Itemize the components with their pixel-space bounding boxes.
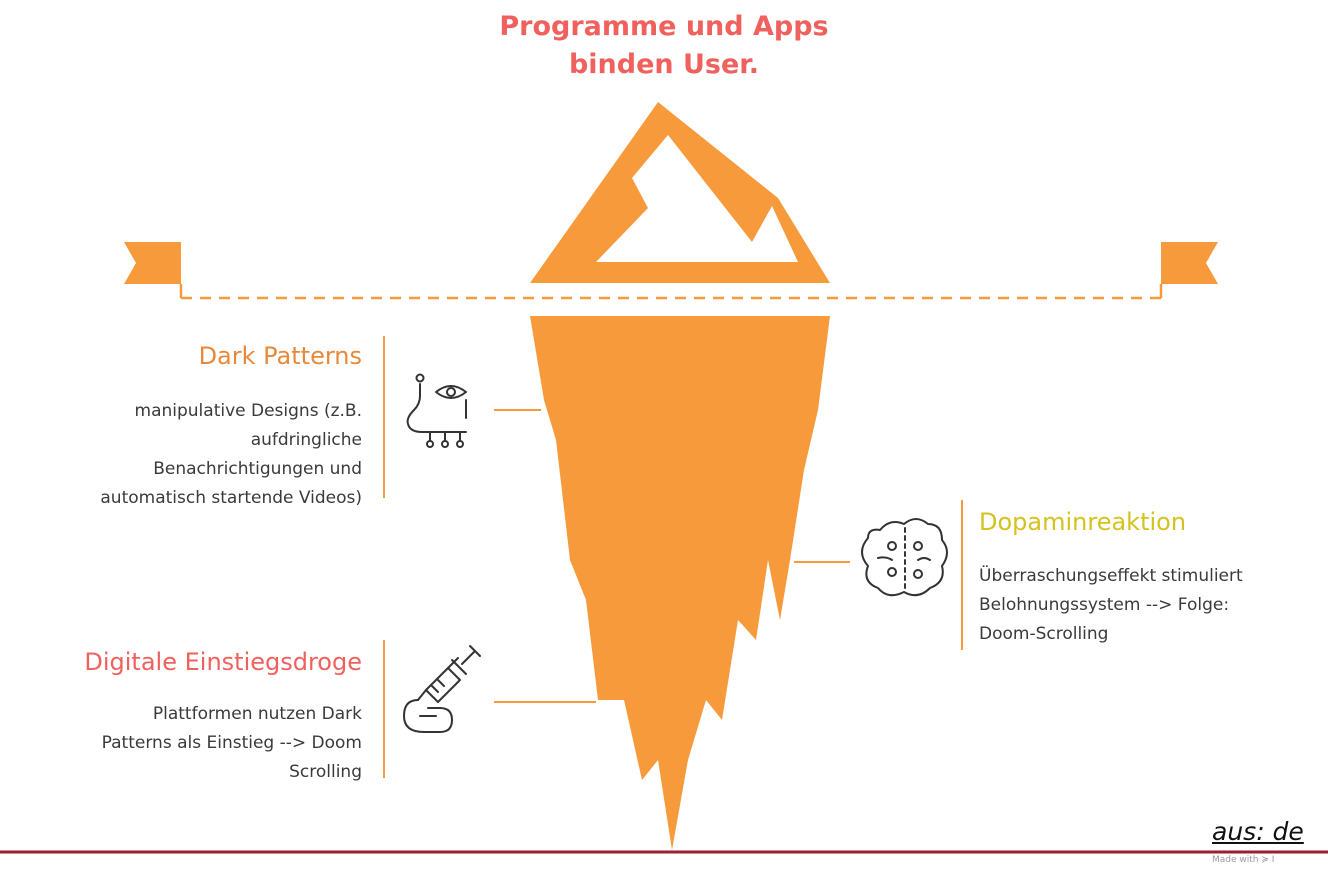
einstieg-description: Plattformen nutzen Dark Patterns als Ein… bbox=[102, 700, 362, 787]
dark-patterns-line-2: aufdringliche bbox=[250, 430, 362, 450]
dopamin-line-3: Doom-Scrolling bbox=[979, 624, 1109, 644]
einstieg-heading: Digitale Einstiegsdroge bbox=[84, 648, 362, 676]
water-line bbox=[179, 284, 1163, 300]
brain-icon bbox=[861, 518, 948, 597]
dark-patterns-heading: Dark Patterns bbox=[198, 342, 362, 370]
diagram-title: Programme und Apps binden User. bbox=[464, 8, 864, 84]
einstieg-line-3: Scrolling bbox=[289, 762, 362, 782]
dopamin-heading: Dopaminreaktion bbox=[979, 508, 1187, 536]
left-flag bbox=[124, 242, 181, 284]
dopamin-line-2: Belohnungssystem --> Folge: bbox=[979, 595, 1230, 615]
dopamin-description: Überraschungseffekt stimuliert Belohnung… bbox=[979, 562, 1243, 649]
title-line-1: Programme und Apps bbox=[499, 11, 829, 42]
manipulation-eye-icon bbox=[406, 373, 467, 448]
title-line-2: binden User. bbox=[568, 49, 760, 80]
dark-patterns-line-3: Benachrichtigungen und bbox=[153, 459, 362, 479]
iceberg-tip bbox=[530, 102, 830, 283]
dark-patterns-line-4: automatisch startende Videos) bbox=[100, 488, 362, 508]
syringe-icon bbox=[403, 645, 481, 733]
dark-patterns-line-1: manipulative Designs (z.B. bbox=[134, 401, 362, 421]
einstieg-line-1: Plattformen nutzen Dark bbox=[152, 704, 362, 724]
source-caption[interactable]: aus: de bbox=[1212, 817, 1304, 846]
right-flag bbox=[1161, 242, 1218, 284]
dopamin-line-1: Überraschungseffekt stimuliert bbox=[979, 566, 1243, 586]
einstieg-line-2: Patterns als Einstieg --> Doom bbox=[101, 733, 362, 753]
dark-patterns-description: manipulative Designs (z.B. aufdringliche… bbox=[100, 397, 362, 513]
iceberg-body bbox=[530, 316, 830, 850]
made-with-label: Made with ≽ I bbox=[1212, 855, 1275, 865]
